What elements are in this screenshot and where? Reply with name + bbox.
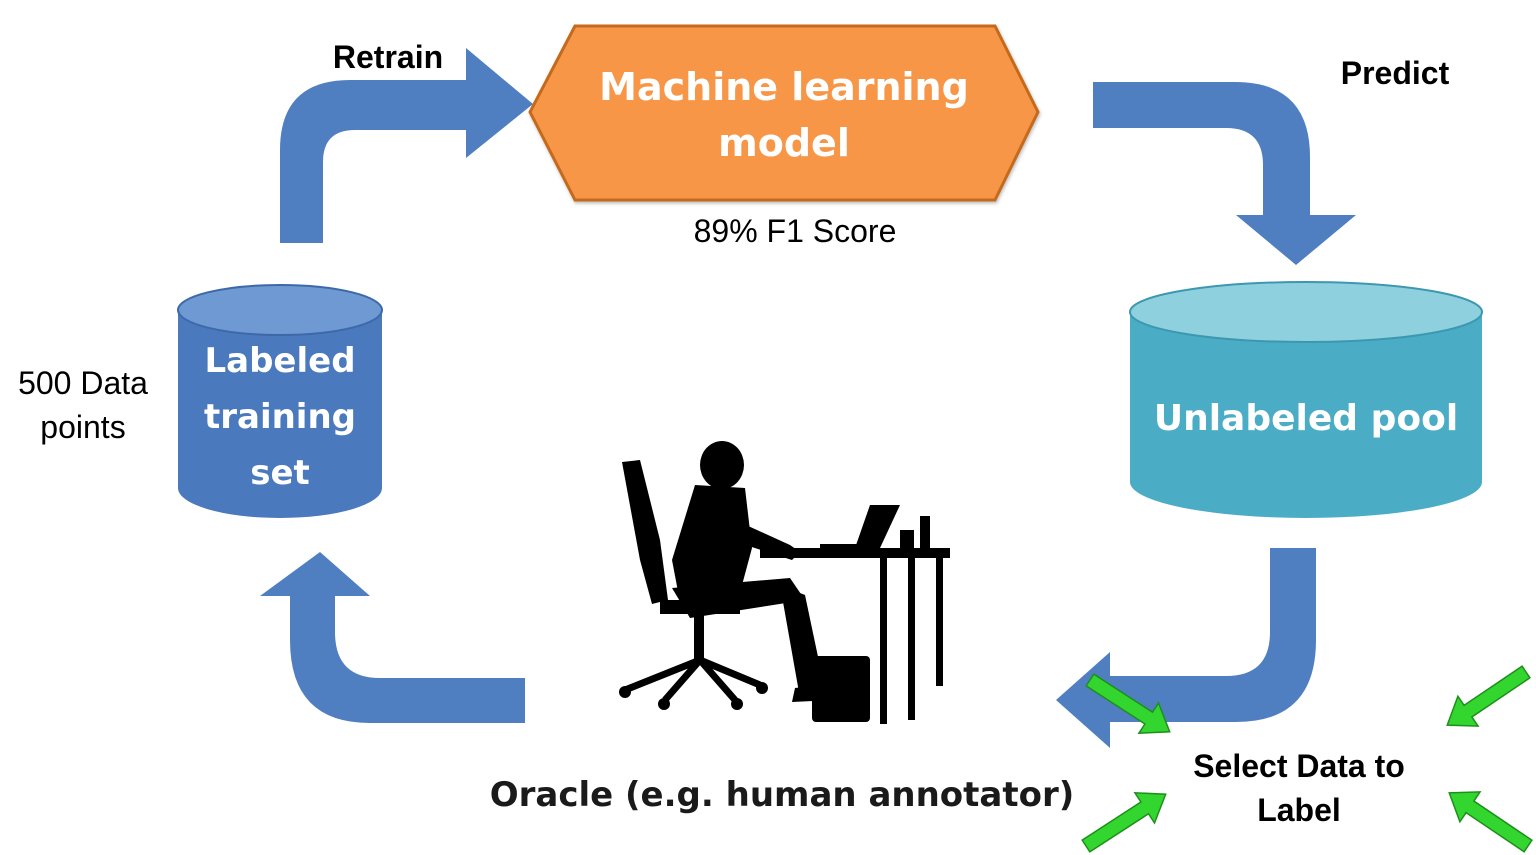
- labeled-db-body: [178, 310, 382, 518]
- green-pointer-arrow-icon: [1448, 791, 1533, 853]
- green-pointer-arrow-icon: [1446, 665, 1531, 727]
- labeled-db-label-line2: training: [204, 397, 356, 437]
- retrain-label: Retrain: [333, 39, 443, 75]
- ml-model-node: [528, 24, 1040, 202]
- predict-label: Predict: [1341, 55, 1450, 91]
- unlabeled-db-body: [1130, 312, 1482, 518]
- unlabeled-db-top: [1129, 281, 1483, 343]
- retrain-arrow-head: [466, 48, 533, 158]
- labeled-db-top: [177, 284, 383, 336]
- predict-arrow: [1093, 82, 1356, 265]
- retrain-arrow-body: [280, 80, 470, 243]
- unlabeled-pool-db: [1129, 281, 1483, 518]
- select-arrow: [1056, 548, 1316, 748]
- label-arrow-head: [260, 552, 370, 596]
- select-data-label-line1: Select Data to: [1193, 748, 1405, 784]
- label-arrow-body: [290, 592, 525, 723]
- retrain-arrow: [280, 48, 533, 243]
- labeled-training-set-db: [177, 284, 383, 518]
- select-data-label-line2: Label: [1257, 792, 1341, 828]
- ml-model-hexagon: [528, 24, 1040, 202]
- ml-model-label-line2: model: [718, 121, 850, 165]
- select-arrow-body: [1108, 548, 1316, 722]
- label-arrow: [260, 552, 525, 723]
- unlabeled-db-label: Unlabeled pool: [1154, 398, 1458, 439]
- highlight-arrows: [1081, 665, 1533, 853]
- labeled-db-label-line3: set: [250, 453, 310, 493]
- labeled-db-label-line1: Labeled: [204, 341, 355, 381]
- annotator-icon: [619, 441, 950, 724]
- oracle-label: Oracle (e.g. human annotator): [490, 775, 1075, 815]
- data-count-label-line2: points: [40, 409, 125, 445]
- f1-score-label: 89% F1 Score: [694, 213, 897, 249]
- select-arrow-head: [1056, 652, 1110, 748]
- predict-arrow-body: [1093, 82, 1310, 218]
- predict-arrow-head: [1236, 215, 1356, 265]
- green-pointer-arrow-icon: [1085, 673, 1171, 735]
- data-count-label-line1: 500 Data: [18, 365, 148, 401]
- ml-model-label-line1: Machine learning: [599, 65, 969, 109]
- green-pointer-arrow-icon: [1081, 791, 1167, 853]
